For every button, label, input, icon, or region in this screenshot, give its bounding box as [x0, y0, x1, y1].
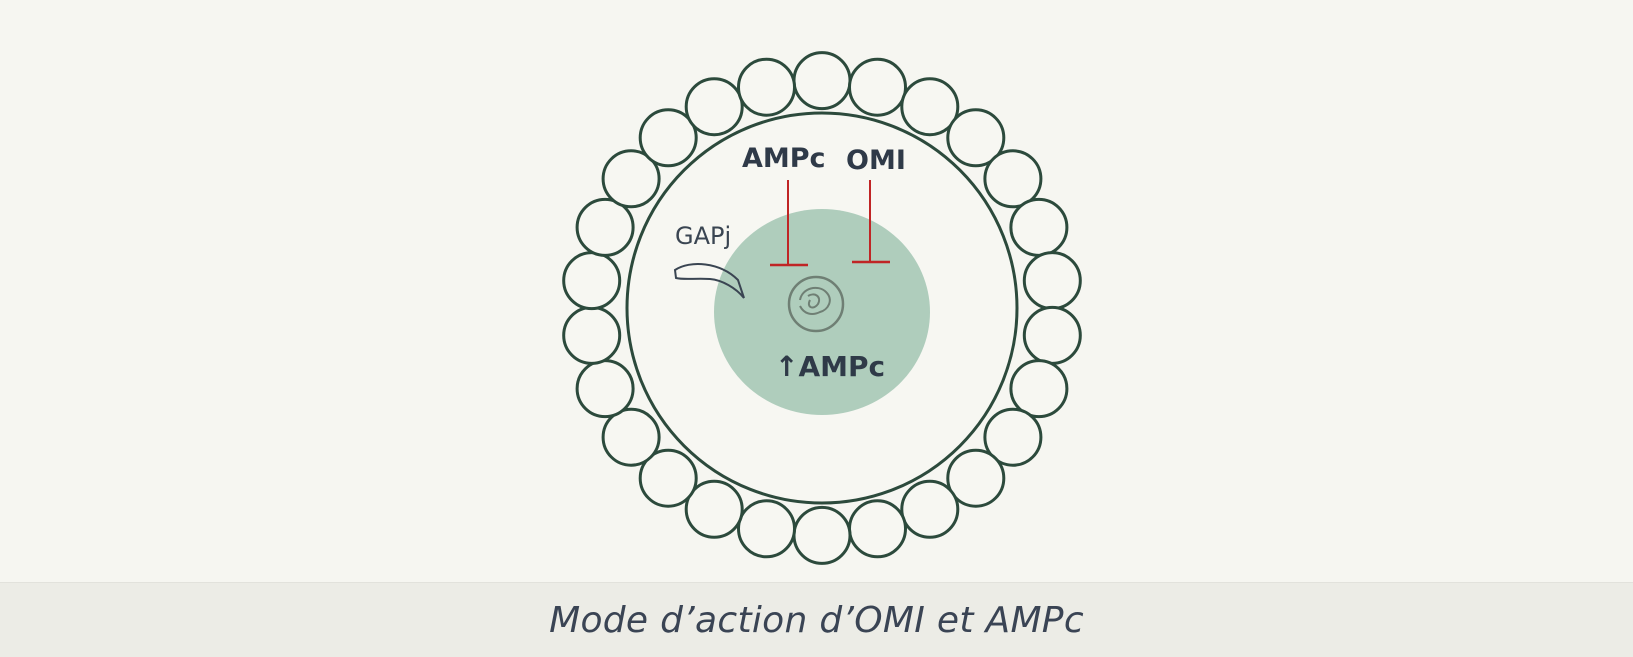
cumulus-cell: [848, 499, 907, 559]
cumulus-cell: [792, 51, 852, 111]
cumulus-cell: [638, 448, 698, 508]
cumulus-cell: [983, 149, 1043, 209]
omi-label: OMI: [846, 145, 906, 176]
ampc-increase-label: ↑AMPc: [775, 350, 885, 383]
cumulus-cell: [900, 479, 960, 539]
figure-caption: Mode d’action d’OMI et AMPc: [549, 599, 1084, 641]
cumulus-cell: [983, 407, 1043, 467]
cumulus-cell: [601, 149, 661, 209]
omi-inhibition-marker: [852, 180, 890, 264]
nucleus-icon: [787, 275, 845, 333]
cumulus-cell: [684, 479, 744, 539]
cumulus-cell: [601, 407, 661, 467]
cumulus-cell: [900, 77, 960, 137]
gapj-arrow-icon: [673, 263, 745, 299]
cumulus-cell: [946, 108, 1006, 168]
cumulus-cell: [792, 505, 852, 565]
cumulus-cell: [638, 108, 698, 168]
cumulus-cells-ring: [562, 51, 1082, 565]
gapj-label: GAPj: [675, 222, 731, 250]
cumulus-cell: [1022, 251, 1082, 311]
ampc-inhibition-marker: [770, 180, 808, 267]
cumulus-cell: [737, 499, 796, 559]
cumulus-cell: [946, 448, 1006, 508]
follicle-diagram: AMPc OMI GAPj ↑AMPc: [562, 51, 1082, 565]
cumulus-cell: [684, 77, 744, 137]
cumulus-cell: [1009, 197, 1069, 257]
caption-bar: Mode d’action d’OMI et AMPc: [0, 582, 1633, 657]
cumulus-cell: [848, 57, 907, 117]
cumulus-cell: [575, 197, 635, 257]
ampc-label: AMPc: [742, 143, 826, 174]
cumulus-cell: [575, 359, 635, 419]
cumulus-cell: [1022, 305, 1082, 365]
cumulus-cell: [562, 305, 622, 365]
cumulus-cell: [1009, 359, 1069, 419]
cumulus-cell: [737, 57, 796, 117]
cumulus-cell: [562, 251, 622, 311]
